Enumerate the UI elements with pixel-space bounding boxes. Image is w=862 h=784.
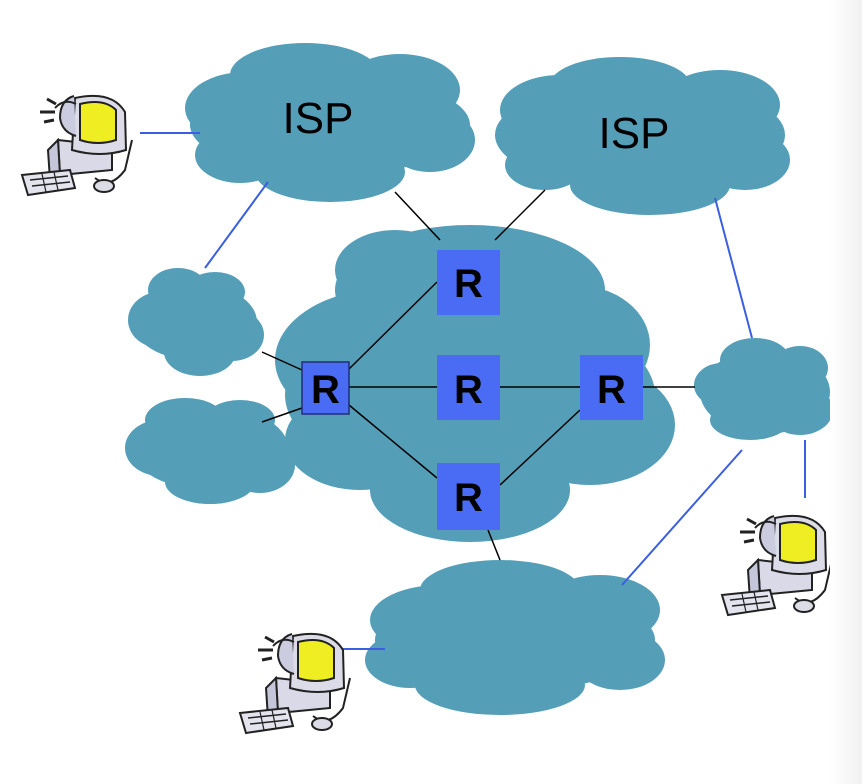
slide-edge-shading: [830, 0, 862, 784]
router-label: R: [597, 368, 626, 412]
router-center: R: [437, 355, 500, 420]
link-router-bottom-to-bottom-cloud: [487, 529, 501, 561]
link-router-left-to-top: [347, 281, 438, 371]
router-top: R: [437, 250, 500, 315]
host-right-computer-user-icon: [720, 514, 834, 617]
host-top-left-computer-user-icon: [20, 94, 134, 197]
router-bottom: R: [437, 463, 500, 530]
link-small-cloud-to-router-left: [261, 351, 303, 371]
link-router-left-to-bottom: [348, 404, 438, 479]
isp-label-right: ISP: [599, 109, 670, 158]
host-bottom-computer-user-icon: [238, 632, 352, 735]
isp-cloud-right: ISP: [495, 57, 790, 215]
link-isp-left-to-small-cloud: [204, 181, 269, 269]
link-small-cloud-to-bottom-cloud: [621, 449, 743, 586]
core-links: [261, 189, 695, 561]
router-label: R: [454, 262, 483, 306]
link-isp-right-to-small-cloud: [714, 197, 753, 339]
small-cloud-left-lower: [125, 398, 295, 504]
link-router-bottom-to-right: [499, 409, 581, 486]
link-isp-right-to-router-top: [494, 189, 546, 241]
small-cloud-left-upper: [128, 268, 264, 376]
router-label: R: [311, 368, 340, 412]
router-right: R: [580, 355, 643, 420]
link-isp-left-to-router-top: [394, 191, 441, 241]
small-cloud-right: [694, 338, 833, 440]
isp-cloud-left: ISP: [185, 43, 475, 202]
router-left: R: [301, 361, 350, 415]
link-small-cloud-to-router-left-lower: [261, 407, 303, 423]
isp-label-left: ISP: [283, 94, 354, 143]
router-label: R: [454, 368, 483, 412]
access-links: [140, 132, 806, 650]
router-label: R: [454, 476, 483, 520]
bottom-cloud: [365, 560, 665, 715]
